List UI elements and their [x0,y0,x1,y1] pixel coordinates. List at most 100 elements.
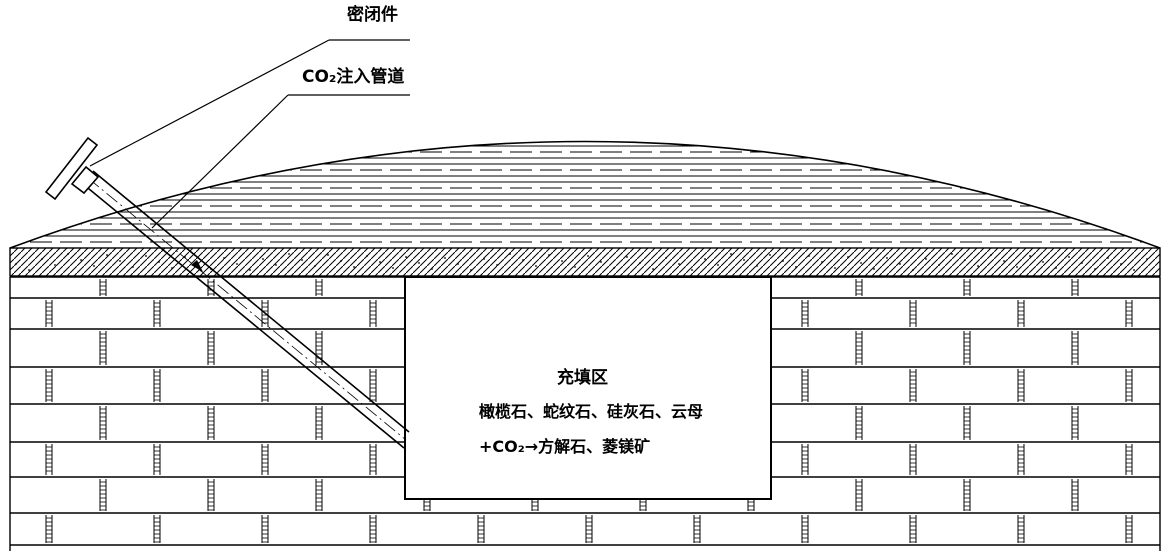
hatch-dot [652,268,654,270]
brick-joint [855,279,863,296]
brick-joint [855,331,863,365]
brick-joint [45,515,53,543]
brick-joint [801,515,809,543]
brick-joint [477,515,485,543]
brick-joint [855,479,863,511]
dome-strata [10,145,1160,243]
hatch-dot [405,256,407,258]
hatch-dot [600,261,602,263]
brick-joint [45,444,53,475]
brick-joint [369,300,377,327]
brick-joint [99,279,107,296]
brick-joint [207,331,215,365]
brick-joint [153,369,161,402]
seal-flange [44,136,100,201]
filling-zone-reaction: +CO₂→方解石、菱镁矿 [479,437,651,456]
hatch-dot [691,269,693,271]
hatch-dot [795,266,797,268]
hatch-dot [1016,266,1018,268]
hatch-dot [392,267,394,269]
brick-joint [855,406,863,440]
overburden-dome [9,140,1161,249]
brick-joint [1017,515,1025,543]
hatch-dot [743,259,745,261]
hatch-dot [236,263,238,265]
hatch-dot [1042,261,1044,263]
hatch-dot [41,258,43,260]
brick-joint [207,406,215,440]
hatch-dot [782,260,784,262]
hatch-dot [626,256,628,258]
brick-joint [909,300,917,327]
brick-joint [1017,444,1025,475]
brick-joint [909,515,917,543]
dome-outline [9,140,1161,249]
hatch-dot [288,253,290,255]
hatch-dot [444,257,446,259]
filling-zone-title: 充填区 [557,368,608,388]
hatched-layer [9,247,1161,277]
filling-zone-minerals: 橄榄石、蛇纹石、硅灰石、云母 [479,402,704,421]
hatch-dot [158,261,160,263]
brick-joint [1125,444,1133,475]
hatch-dot [327,254,329,256]
hatch-dot [587,255,589,257]
hatch-dot [704,258,706,260]
hatch-dot [873,268,875,270]
brick-joint [369,444,377,475]
pipe-leader-diag [151,94,289,229]
hatch-dot [574,266,576,268]
brick-joint [99,479,107,511]
hatch-dot [431,268,433,270]
hatch-dot [912,269,914,271]
brick-joint [315,331,323,365]
hatch-dot [561,260,563,262]
brick-joint [315,406,323,440]
hatch-dot [54,264,56,266]
hatch-dot [977,265,979,267]
brick-joint [909,369,917,402]
brick-joint [261,444,269,475]
flow-arrow-icon [191,260,203,272]
hatch-dot [756,265,758,267]
hatch-dot [1146,258,1148,260]
brick-joint [99,406,107,440]
brick-joint [801,300,809,327]
hatch-dot [249,269,251,271]
hatch-dot [1003,260,1005,262]
brick-joint [1071,479,1079,511]
hatch-dot [821,261,823,263]
hatch-dot [132,266,134,268]
brick-joint [963,331,971,365]
hatch-dot [223,257,225,259]
brick-joint [1071,406,1079,440]
brick-joint [369,369,377,402]
brick-joint [315,279,323,296]
brick-joint [1125,369,1133,402]
hatch-dot [1133,269,1135,271]
brick-joint [369,515,377,543]
hatch-dot [925,258,927,260]
hatch-dots [15,253,1148,271]
hatch-dot [717,264,719,266]
hatch-dot [119,260,121,262]
brick-joint [801,444,809,475]
hatch-dot [314,265,316,267]
hatch-dot [964,259,966,261]
hatch-dot [834,267,836,269]
hatch-dot [509,253,511,255]
hatch-dot [301,259,303,261]
hatch-dot [379,261,381,263]
hatch-dot [418,262,420,264]
hatch-dot [171,267,173,269]
hatch-dot [938,264,940,266]
brick-joint [45,300,53,327]
brick-joint [207,479,215,511]
brick-joint [909,444,917,475]
filling-zone-box [404,276,772,500]
hatch-dot [496,264,498,266]
brick-joint [963,406,971,440]
brick-joint [963,479,971,511]
brick-joint [1125,515,1133,543]
